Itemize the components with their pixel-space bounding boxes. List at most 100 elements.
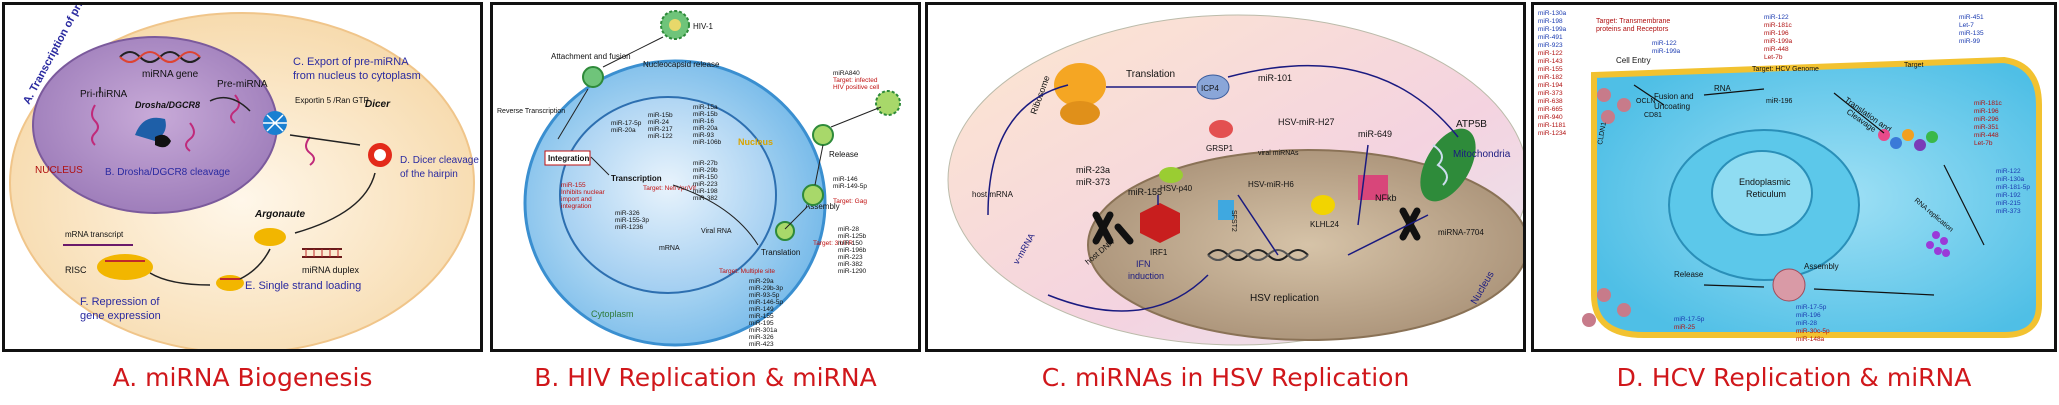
- list-c-1: miR-15b: [693, 111, 718, 118]
- pathway-arrows: [99, 87, 376, 286]
- hiv-pathway-arrows: [557, 36, 882, 246]
- topright-2: miR-135: [1959, 30, 1984, 37]
- fusion-line1: Fusion and: [1654, 92, 1694, 101]
- hiv-label: HIV-1: [693, 22, 714, 31]
- mirna-list-topright: miR-451 Let-7 miR-135 miR-99: [1959, 14, 1984, 45]
- target-multiple: Target: Multiple site: [719, 268, 775, 275]
- attachment-label: Attachment and fusion: [551, 52, 631, 61]
- mirna-gene-label: miRNA gene: [142, 69, 199, 80]
- grsp1-icon: [1209, 120, 1233, 138]
- dicer-step-line1: D. Dicer cleavage: [400, 155, 479, 166]
- nfkb-label: NFkb: [1375, 193, 1397, 203]
- hcv-pathway-arrows: [1633, 84, 1985, 296]
- mirna-list-right2: miR-122 miR-130a miR-181-5p miR-192 miR-…: [1996, 168, 2030, 215]
- mir196-label: miR-196: [1766, 98, 1793, 105]
- hiv-diagram: HIV-1 Attachment and fusion Nucleocapsid…: [497, 10, 901, 348]
- mirna-list-left: miR-130a miR-198 miR-199a miR-491 miR-92…: [1538, 10, 1567, 137]
- list-g-4: miR-223: [838, 254, 863, 261]
- integration-label: Integration: [548, 154, 589, 163]
- export-label-line1: C. Export of pre-miRNA: [293, 56, 409, 68]
- left-10: miR-373: [1538, 90, 1563, 97]
- target-trans-line2: proteins and Receptors: [1596, 26, 1669, 33]
- list-g-5: miR-382: [838, 261, 863, 268]
- list-c-5: miR-106b: [693, 139, 722, 146]
- ribosome-icon: [1054, 63, 1106, 125]
- ifn-label-line1: IFN: [1136, 259, 1151, 269]
- mirna-duplex-icon: [302, 248, 342, 258]
- host-mrna-label: host mRNA: [972, 190, 1014, 199]
- mirna-notes: miR-155 Inhibits nuclear import and inte…: [561, 70, 880, 275]
- right-4: miR-448: [1974, 132, 1999, 139]
- topright-0: miR-451: [1959, 14, 1984, 21]
- exportin-icon: [263, 111, 287, 135]
- hiv-nucleus: [559, 96, 777, 294]
- list-b-0: miR-15b: [648, 112, 673, 119]
- sfst2-icon: [1218, 200, 1234, 220]
- caption-c: C. miRNAs in HSV Replication: [1041, 363, 1410, 392]
- left-5: miR-122: [1538, 50, 1563, 57]
- right-3: miR-351: [1974, 124, 1999, 131]
- right2-2: miR-181-5p: [1996, 184, 2030, 191]
- grsp1-label: GRSP1: [1206, 144, 1234, 153]
- klhl24-icon: [1311, 195, 1335, 215]
- hsv-h27-label: HSV-miR-H27: [1278, 117, 1335, 127]
- list-b-1: miR-24: [648, 119, 669, 126]
- hsv-p40-icon: [1159, 167, 1183, 183]
- mir155-label: miR-155: [1128, 187, 1162, 197]
- mitochondria-icon: [1420, 128, 1476, 202]
- drosha-complex-icon: [135, 117, 171, 148]
- caption-b: B. HIV Replication & miRNA: [534, 363, 877, 392]
- target-nef: Target: Nef/Vpr/Vif: [643, 185, 696, 192]
- list-f-0: miR-146: [833, 176, 858, 183]
- list-b-3: miR-122: [648, 133, 673, 140]
- list-c-4: miR-93: [693, 132, 714, 139]
- dicer-label: Dicer: [365, 99, 391, 110]
- atp5b-label: ATP5B: [1456, 119, 1487, 130]
- list-e-1: miR-155-3p: [615, 217, 649, 224]
- viral-rna-label: Viral RNA: [701, 228, 732, 235]
- target-trans-line1: Target: Transmembrane: [1596, 18, 1670, 25]
- hsv-p40-label: HSV-p40: [1160, 184, 1193, 193]
- left-4: miR-923: [1538, 42, 1563, 49]
- er-label-line1: Endoplasmic: [1739, 177, 1791, 187]
- pri-mirna-hairpin-icon: [91, 104, 99, 146]
- er-core: [1711, 150, 1813, 236]
- list-g-3: miR-196b: [838, 247, 867, 254]
- irf1-label: IRF1: [1150, 248, 1168, 257]
- target-right-label: Target: [1904, 62, 1924, 69]
- list-b-2: miR-217: [648, 126, 673, 133]
- nucleus-label: Nucleus: [738, 137, 773, 147]
- repression-line2: gene expression: [80, 310, 161, 322]
- cell-entry-label: Cell Entry: [1616, 56, 1651, 65]
- exported-hairpin-icon: [305, 136, 315, 166]
- list-h-5: miR-155: [749, 313, 774, 320]
- list-g-1: miR-125b: [838, 233, 867, 240]
- klhl24-label: KLHL24: [1310, 220, 1339, 229]
- right2-1: miR-130a: [1996, 176, 2025, 183]
- dicer-step-line2: of the hairpin: [400, 169, 458, 180]
- pre-mirna-label: Pre-miRNA: [217, 79, 268, 90]
- duplex-label: miRNA duplex: [302, 265, 360, 275]
- left-13: miR-940: [1538, 114, 1563, 121]
- assembly-3: miR-30c-5p: [1796, 328, 1830, 335]
- top-1: miR-181c: [1764, 22, 1793, 29]
- list-c-2: miR-16: [693, 118, 714, 125]
- topright-1: Let-7: [1959, 22, 1974, 29]
- list-a-0: miR-17-5p: [611, 120, 642, 127]
- irf1-icon: [1140, 203, 1180, 243]
- panel-hiv-replication: HIV-1 Attachment and fusion Nucleocapsid…: [490, 2, 921, 352]
- left-0: miR-130a: [1538, 10, 1567, 17]
- right-2: miR-296: [1974, 116, 1999, 123]
- target-gag: Target: Gag: [833, 198, 867, 205]
- left-12: miR-665: [1538, 106, 1563, 113]
- left-3: miR-491: [1538, 34, 1563, 41]
- mitochondria-label: Mitochondria: [1453, 149, 1511, 160]
- mirna-list-right: miR-181c miR-196 miR-296 miR-351 miR-448…: [1974, 100, 2003, 147]
- assembly-label: Assembly: [1804, 262, 1839, 271]
- list-e-2: miR-1236: [615, 224, 644, 231]
- right-5: Let-7b: [1974, 140, 1993, 147]
- list-g-2: miR-150: [838, 240, 863, 247]
- hcv-virion-icon: [1597, 88, 1631, 124]
- list-h-9: miR-423: [749, 341, 774, 348]
- top-5: Let-7b: [1764, 54, 1783, 61]
